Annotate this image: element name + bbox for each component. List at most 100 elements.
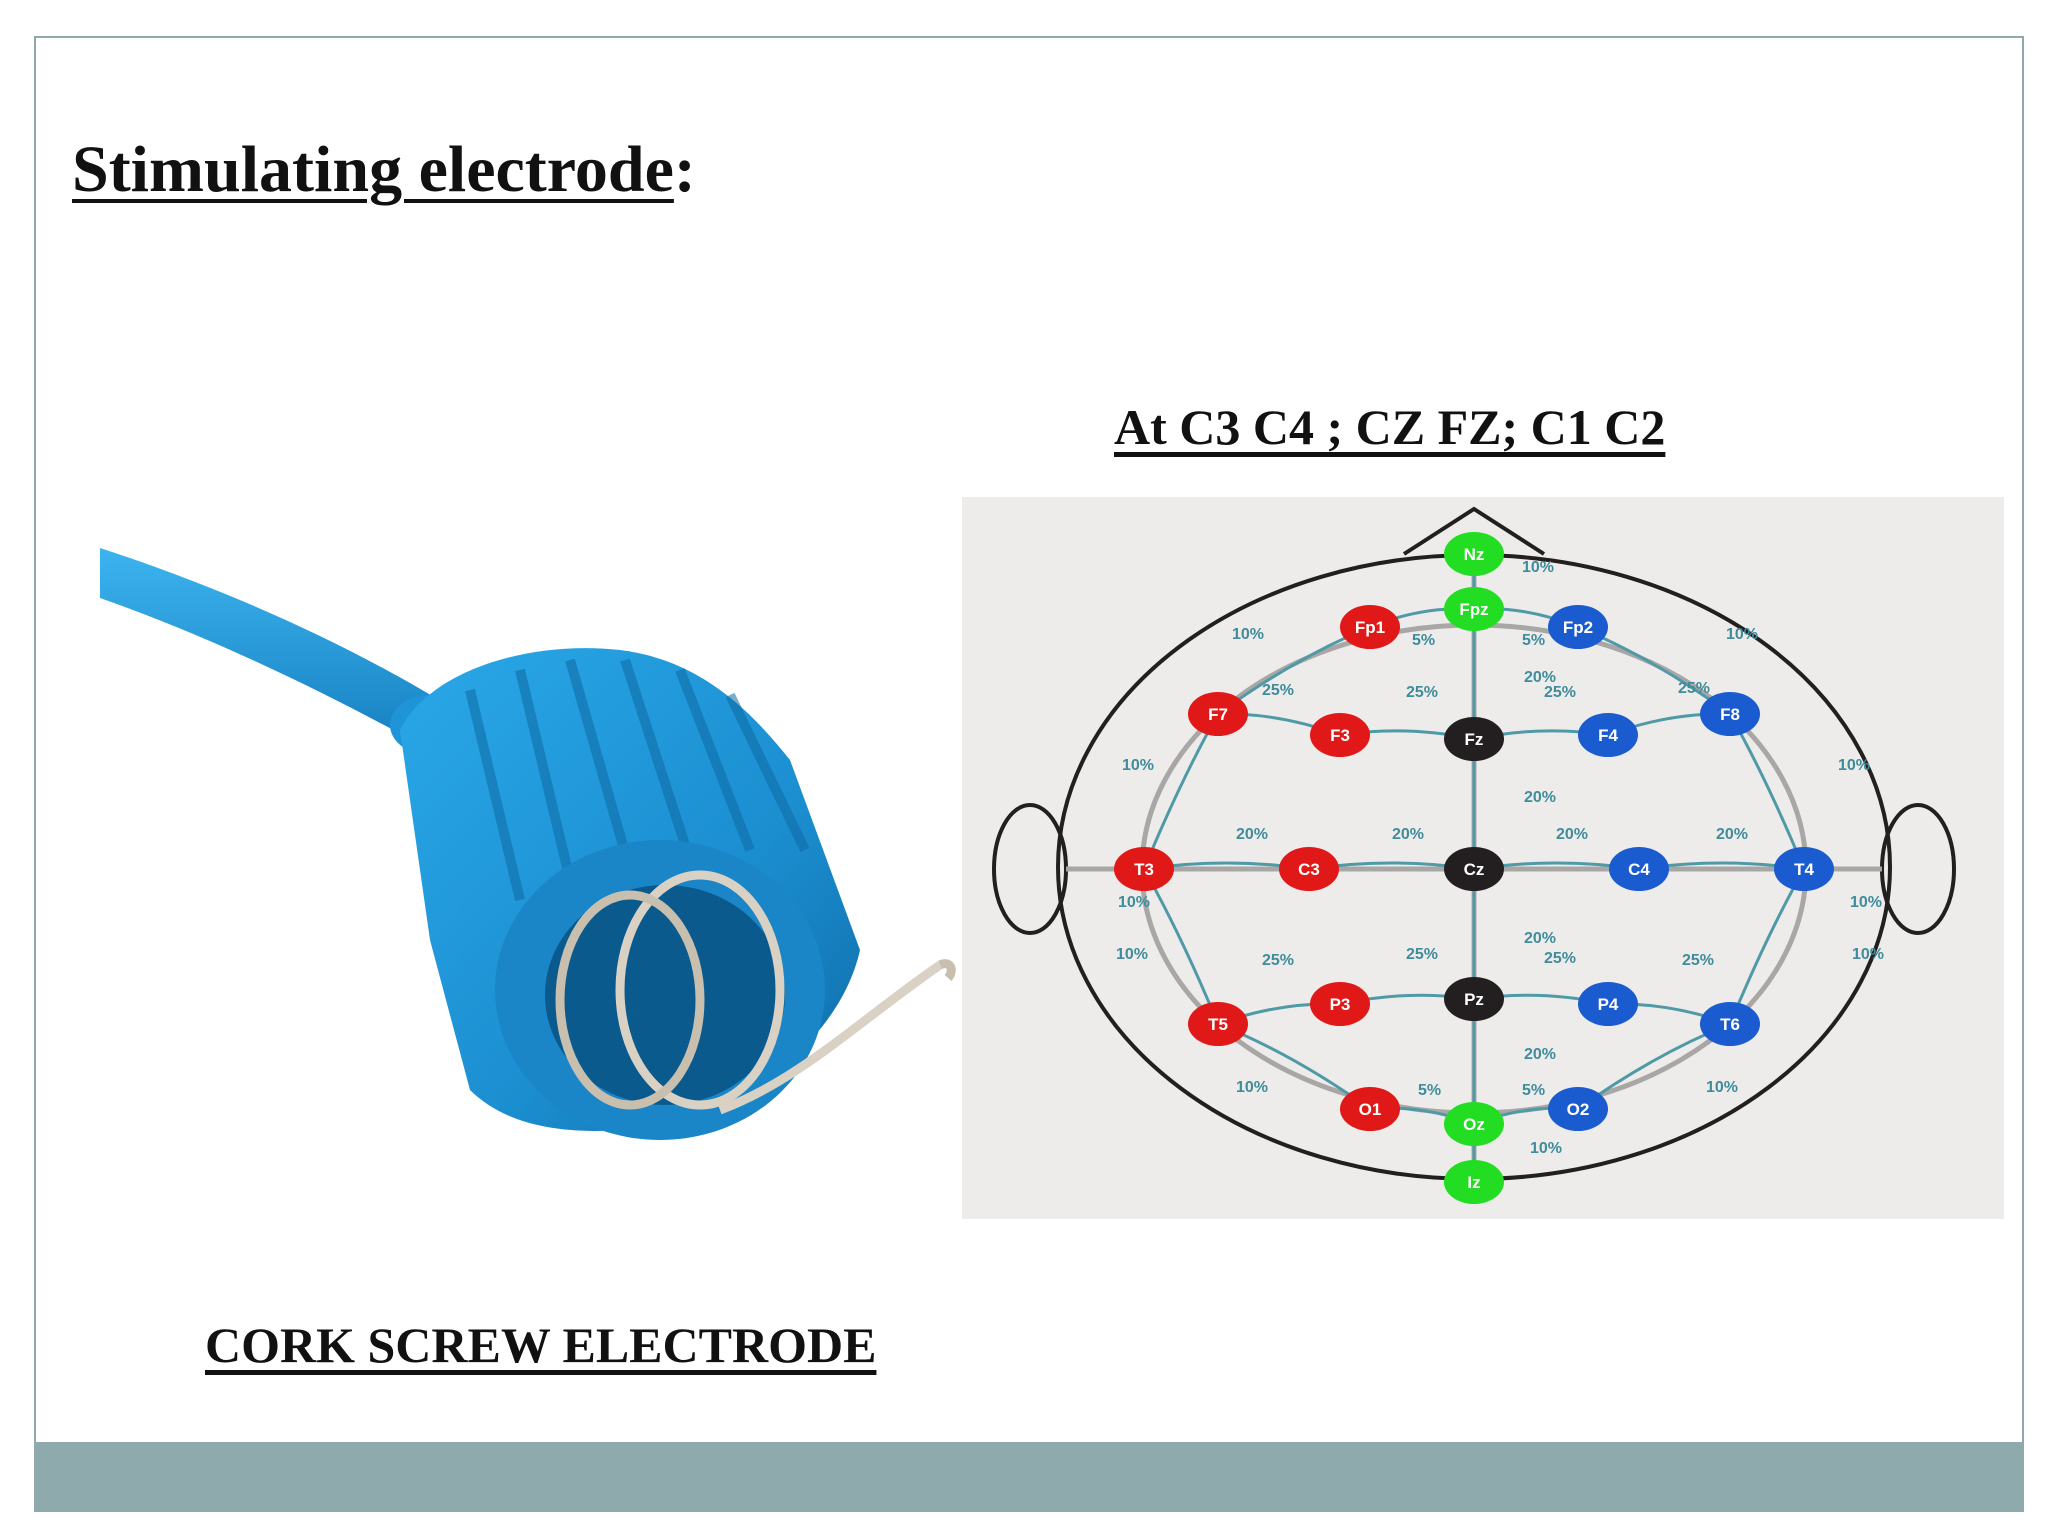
electrode-nz: Nz [1444,532,1504,576]
electrode-p4: P4 [1578,982,1638,1026]
electrode-fp2: Fp2 [1548,605,1608,649]
spacing-label: 25% [1544,684,1576,701]
electrode-t6: T6 [1700,1002,1760,1046]
slide-title-colon: : [673,133,696,206]
electrode-fp1: Fp1 [1340,605,1400,649]
electrode-label: Fp1 [1355,618,1385,637]
spacing-label: 25% [1262,682,1294,699]
electrode-fpz: Fpz [1444,587,1504,631]
electrode-marker [1774,847,1834,891]
electrode-marker [1279,847,1339,891]
electrode-marker [1444,1160,1504,1204]
electrode-label: Fp2 [1563,618,1593,637]
electrode-marker [1444,977,1504,1021]
spacing-label: 10% [1116,946,1148,963]
spacing-label: 10% [1236,1079,1268,1096]
electrode-label: P4 [1598,995,1619,1014]
electrode-marker [1548,605,1608,649]
electrode-marker [1700,692,1760,736]
electrode-marker [1188,692,1248,736]
electrode-iz: Iz [1444,1160,1504,1204]
spacing-label: 20% [1392,826,1424,843]
connector-F7-T3 [1142,713,1220,870]
spacing-label: 10% [1232,626,1264,643]
spacing-label: 10% [1852,946,1884,963]
spacing-label: 5% [1418,1082,1441,1099]
electrode-marker [1444,847,1504,891]
electrode-label: Nz [1464,545,1485,564]
electrode-label: C4 [1628,860,1650,879]
eeg-head-svg: 10%10%5%5%10%20%25%25%25%25%10%10%20%20%… [992,506,1956,1204]
spacing-label: 10% [1118,894,1150,911]
electrode-t5: T5 [1188,1002,1248,1046]
connector-F8-T4 [1728,713,1806,870]
spacing-label: 10% [1706,1079,1738,1096]
spacing-label: 20% [1716,826,1748,843]
electrode-label: P3 [1330,995,1351,1014]
electrode-marker [1340,1087,1400,1131]
electrode-f3: F3 [1310,713,1370,757]
spacing-label: 25% [1262,952,1294,969]
electrode-label: F3 [1330,726,1350,745]
electrode-label: O2 [1567,1100,1590,1119]
electrode-o2: O2 [1548,1087,1608,1131]
electrode-pz: Pz [1444,977,1504,1021]
corkscrew-coil [555,870,956,1115]
spacing-label: 5% [1522,1082,1545,1099]
electrode-f7: F7 [1188,692,1248,736]
eeg-10-20-diagram: 10%10%5%5%10%20%25%25%25%25%10%10%20%20%… [962,497,2004,1219]
electrode-marker [1609,847,1669,891]
electrode-label: F7 [1208,705,1228,724]
electrode-fz: Fz [1444,717,1504,761]
electrode-label: C3 [1298,860,1320,879]
spacing-label: 25% [1406,684,1438,701]
electrode-marker [1548,1087,1608,1131]
electrode-marker [1188,1002,1248,1046]
spacing-label: 25% [1406,946,1438,963]
electrode-positions-subtitle: At C3 C4 ; CZ FZ; C1 C2 [1114,399,1666,455]
electrode-label: T4 [1794,860,1814,879]
electrode-t3: T3 [1114,847,1174,891]
spacing-label: 20% [1524,669,1556,686]
electrode-label: F8 [1720,705,1740,724]
connector-T3-T5 [1142,868,1220,1025]
electrode-label: Oz [1463,1115,1485,1134]
electrode-f8: F8 [1700,692,1760,736]
spacing-label: 20% [1236,826,1268,843]
slide-title-text: Stimulating electrode [72,133,674,206]
electrode-t4: T4 [1774,847,1834,891]
electrode-marker [1444,587,1504,631]
electrode-c4: C4 [1609,847,1669,891]
electrode-cz: Cz [1444,847,1504,891]
spacing-label: 20% [1524,930,1556,947]
slide-title: Stimulating electrode: [72,132,696,208]
electrode-o1: O1 [1340,1087,1400,1131]
connector-T4-T6 [1728,868,1806,1025]
electrode-label: O1 [1359,1100,1382,1119]
cork-screw-electrode-image [100,548,956,1140]
spacing-label: 25% [1682,952,1714,969]
electrode-label: Pz [1464,990,1484,1009]
electrode-marker [1700,1002,1760,1046]
spacing-label: 10% [1522,559,1554,576]
spacing-label: 20% [1524,789,1556,806]
electrode-caption: CORK SCREW ELECTRODE [205,1317,877,1373]
spacing-label: 10% [1122,757,1154,774]
electrode-label: T5 [1208,1015,1228,1034]
electrode-oz: Oz [1444,1102,1504,1146]
electrode-label: T6 [1720,1015,1740,1034]
electrode-label: Cz [1464,860,1485,879]
spacing-label: 10% [1838,757,1870,774]
spacing-label: 25% [1678,680,1710,697]
spacing-label: 25% [1544,950,1576,967]
electrode-label: F4 [1598,726,1618,745]
spacing-label: 5% [1412,632,1435,649]
spacing-label: 10% [1530,1140,1562,1157]
electrode-label: Iz [1467,1173,1480,1192]
spacing-label: 10% [1726,626,1758,643]
electrode-c3: C3 [1279,847,1339,891]
electrode-cap [390,648,860,1140]
spacing-label: 20% [1556,826,1588,843]
electrode-label: T3 [1134,860,1154,879]
